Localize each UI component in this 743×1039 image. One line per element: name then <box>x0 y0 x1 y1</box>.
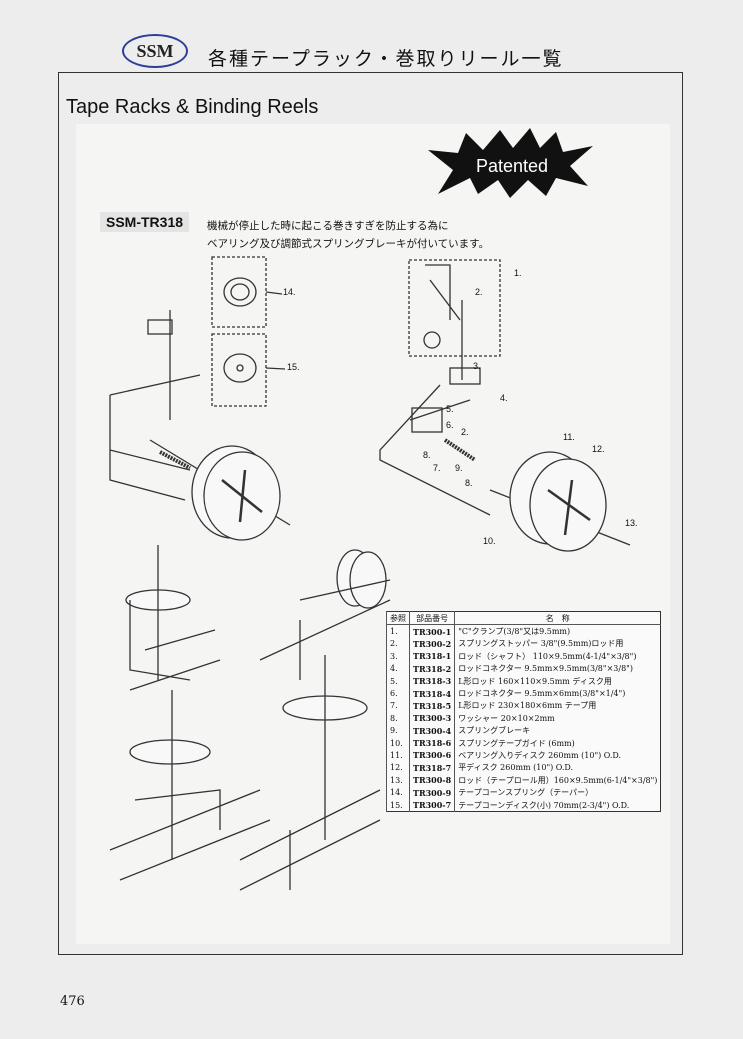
callout-label: 8. <box>423 450 431 460</box>
name-cell: ロッド（シャフト） 110×9.5mm(4-1/4"×3/8") <box>454 650 661 663</box>
ref-cell: 14. <box>386 786 410 799</box>
ref-cell: 6. <box>386 687 410 700</box>
cone-spring-icon <box>223 277 257 307</box>
ref-cell: 10. <box>386 736 410 750</box>
inset-cone-spring-box <box>211 256 267 328</box>
callout-label: 13. <box>625 518 638 528</box>
logo-text: SSM <box>136 40 174 61</box>
name-cell: テープコーンディスク(小) 70mm(2-3/4") O.D. <box>454 798 661 812</box>
part-number-cell: TR318-6 <box>408 736 455 750</box>
header-name: 名 称 <box>454 611 661 626</box>
page-number: 476 <box>60 994 85 1009</box>
name-cell: L形ロッド 230×180×6mm テープ用 <box>454 699 661 713</box>
callout-label: 4. <box>500 393 508 403</box>
part-number-cell: TR318-7 <box>408 761 455 775</box>
callout-label: 5. <box>446 404 454 414</box>
ref-cell: 15. <box>386 798 410 812</box>
header-part-number: 部品番号 <box>408 611 455 626</box>
patented-text: Patented <box>476 156 548 176</box>
callout-label: 12. <box>592 444 605 454</box>
callout-label: 6. <box>446 420 454 430</box>
table-row: 1.TR300-1"C"クランプ(3/8"又は9.5mm) <box>386 624 661 638</box>
callout-label: 1. <box>514 268 522 278</box>
name-cell: 平ディスク 260mm (10") O.D. <box>454 761 661 775</box>
callout-label: 2. <box>461 427 469 437</box>
cone-disc-icon <box>223 353 257 383</box>
section-title: Tape Racks & Binding Reels <box>66 96 319 118</box>
name-cell: ロッドコネクター 9.5mm×6mm(3/8"×1/4") <box>454 687 661 700</box>
part-number-cell: TR300-4 <box>408 724 455 737</box>
parts-table: 参照 部品番号 名 称 1.TR300-1"C"クランプ(3/8"又は9.5mm… <box>386 611 662 813</box>
name-cell: L形ロッド 160×110×9.5mm ディスク用 <box>454 674 661 688</box>
ref-cell: 5. <box>386 674 410 688</box>
callout-label: 2. <box>475 287 483 297</box>
part-number-cell: TR318-2 <box>408 662 455 675</box>
part-number-cell: TR300-8 <box>408 774 455 787</box>
ref-cell: 3. <box>386 650 410 663</box>
callout-label: 9. <box>455 463 463 473</box>
inset-cone-disc-box <box>211 333 267 407</box>
table-header-row: 参照 部品番号 名 称 <box>386 611 661 626</box>
ref-cell: 7. <box>386 699 410 713</box>
name-cell: ロッド（テープロール用）160×9.5mm(6-1/4"×3/8") <box>454 774 661 787</box>
ref-cell: 8. <box>386 712 410 725</box>
callout-label: 15. <box>287 362 300 372</box>
callout-label: 8. <box>465 478 473 488</box>
ref-cell: 2. <box>386 637 410 651</box>
callout-label: 14. <box>283 287 296 297</box>
ref-cell: 13. <box>386 774 410 787</box>
ref-cell: 1. <box>386 624 410 638</box>
description-line: ベアリング及び調節式スプリングブレーキが付いています。 <box>207 238 490 250</box>
ssm-logo: SSM <box>122 34 188 68</box>
part-number-cell: TR300-6 <box>408 749 455 762</box>
name-cell: ワッシャー 20×10×2mm <box>454 712 661 725</box>
name-cell: スプリングブレーキ <box>454 724 661 737</box>
part-number-cell: TR300-2 <box>408 637 455 651</box>
description-line: 機械が停止した時に起こる巻きすぎを防止する為に <box>207 220 449 232</box>
ref-cell: 12. <box>386 761 410 775</box>
ref-cell: 11. <box>386 749 410 762</box>
name-cell: ベアリング入りディスク 260mm (10") O.D. <box>454 749 661 762</box>
part-number-cell: TR300-3 <box>408 712 455 725</box>
part-number-cell: TR318-3 <box>408 674 455 688</box>
name-cell: スプリングテープガイド (6mm) <box>454 736 661 750</box>
part-number-cell: TR300-9 <box>408 786 455 799</box>
header-ref: 参照 <box>386 611 410 626</box>
name-cell: ロッドコネクター 9.5mm×9.5mm(3/8"×3/8") <box>454 662 661 675</box>
callout-label: 11. <box>563 432 575 442</box>
part-number-cell: TR318-4 <box>408 687 455 700</box>
content-frame <box>58 72 683 955</box>
callout-label: 7. <box>433 463 441 473</box>
callout-label: 10. <box>483 536 496 546</box>
patented-starburst-badge: Patented <box>428 128 593 198</box>
page-title-japanese: 各種テープラック・巻取りリール一覧 <box>208 48 564 70</box>
ref-cell: 9. <box>386 724 410 737</box>
part-number-cell: TR300-1 <box>408 624 455 638</box>
exploded-clamp-box <box>408 259 501 357</box>
name-cell: スプリングストッパー 3/8"(9.5mm)ロッド用 <box>454 637 661 651</box>
callout-label: 3. <box>473 361 481 371</box>
ref-cell: 4. <box>386 662 410 675</box>
name-cell: テープコーンスプリング（テーパー） <box>454 786 661 799</box>
part-number-cell: TR318-1 <box>408 650 455 663</box>
part-number-cell: TR318-5 <box>408 699 455 713</box>
name-cell: "C"クランプ(3/8"又は9.5mm) <box>454 624 661 638</box>
part-number-cell: TR300-7 <box>408 798 455 812</box>
model-label: SSM-TR318 <box>100 212 190 232</box>
